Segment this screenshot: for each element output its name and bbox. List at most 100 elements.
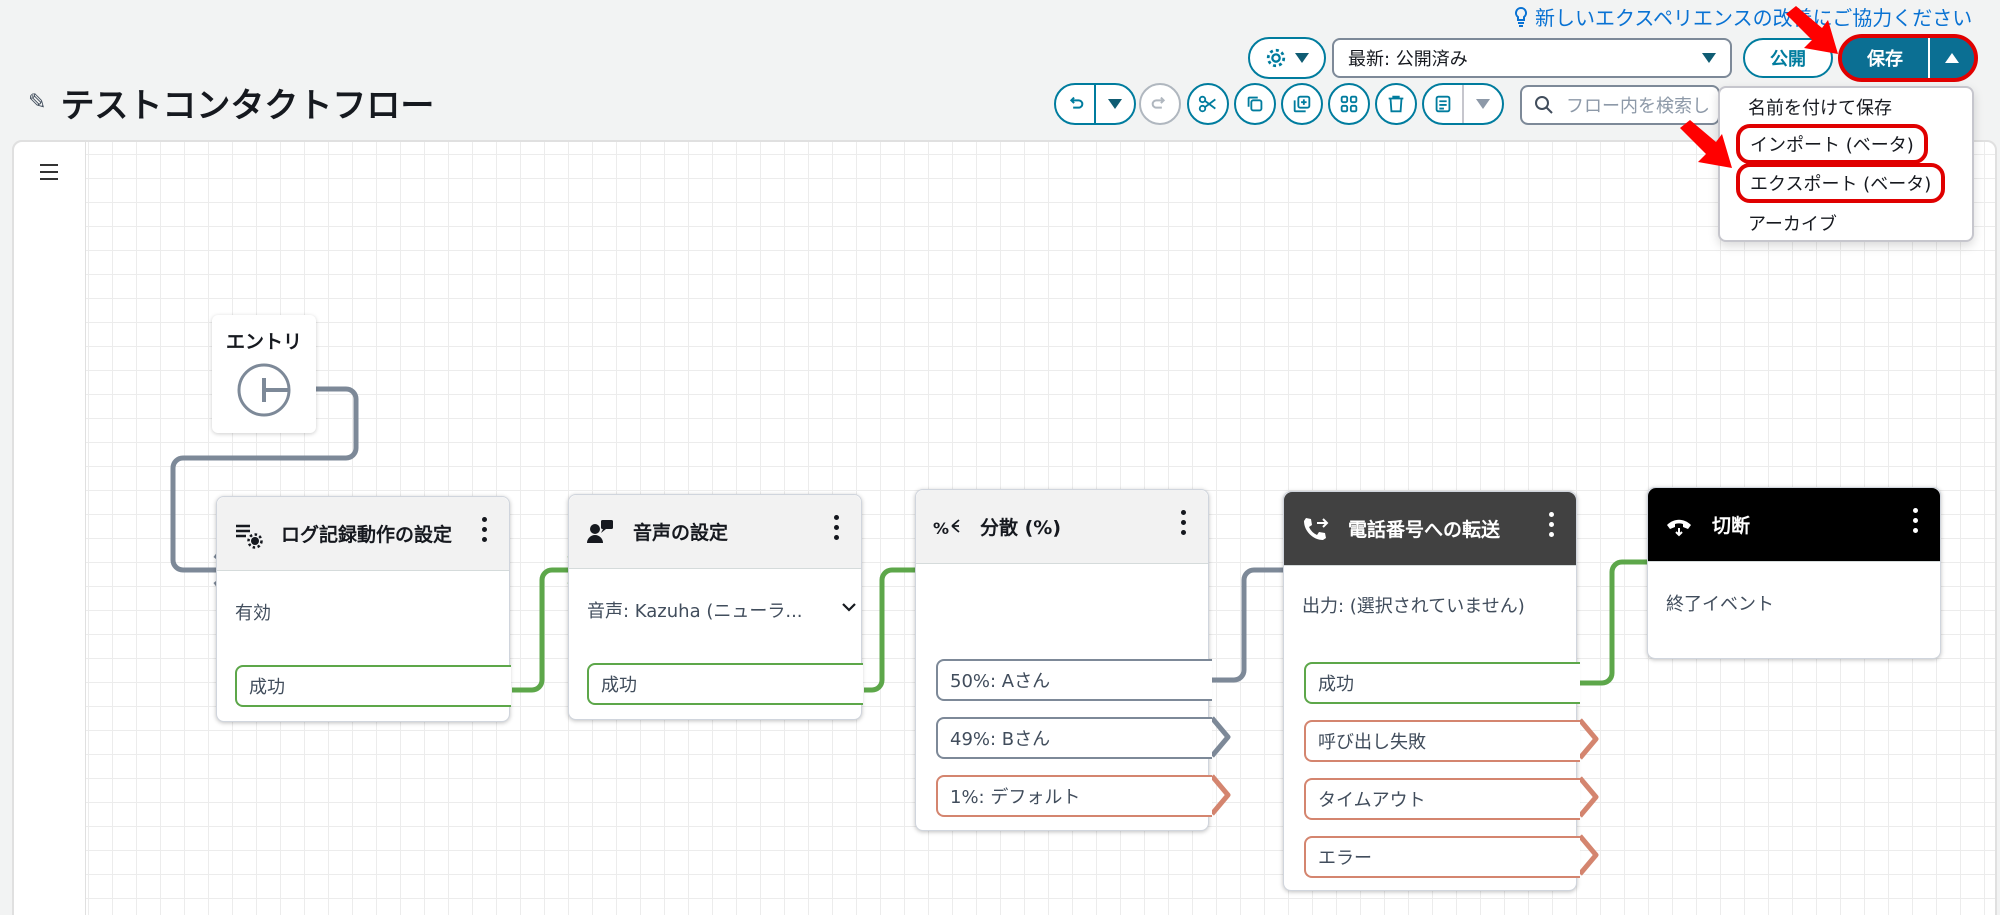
node-body-text: 出力: (選択されていません) (1302, 596, 1525, 617)
voice-settings-icon (587, 519, 613, 543)
notes-icon (1435, 95, 1451, 113)
node-header: 電話番号への転送 (1284, 492, 1576, 566)
phone-transfer-icon (1304, 517, 1329, 540)
node-title: 電話番号への転送 (1348, 519, 1501, 541)
edit-pencil-icon[interactable]: ✎ (28, 90, 47, 115)
caret-up-icon (1945, 53, 1959, 63)
cut-button[interactable] (1187, 83, 1229, 125)
page-title: ✎ テストコンタクトフロー (28, 78, 434, 127)
more-options-icon[interactable] (1913, 508, 1918, 538)
branch-success[interactable]: 成功 (587, 663, 863, 705)
duplicate-button[interactable] (1281, 83, 1323, 125)
branch-label: タイムアウト (1318, 790, 1426, 811)
branch-50-a[interactable]: 50%: Aさん (936, 659, 1212, 701)
copy-button[interactable] (1234, 83, 1276, 125)
chevron-down-icon (1295, 53, 1309, 63)
flow-name: テストコンタクトフロー (60, 86, 435, 126)
chevron-down-icon (1108, 99, 1122, 109)
branch-timeout[interactable]: タイムアウト (1304, 778, 1580, 820)
gear-icon (1266, 48, 1286, 68)
chevron-down-icon (1476, 99, 1490, 109)
branch-label: 成功 (1318, 674, 1354, 695)
feedback-link-text: 新しいエクスペリエンスの改善にご協力ください (1535, 6, 1973, 30)
node-title: 切断 (1712, 515, 1751, 537)
settings-button[interactable] (1248, 37, 1326, 79)
branch-success[interactable]: 成功 (235, 665, 511, 707)
scissors-icon (1198, 95, 1216, 113)
branch-label: エラー (1318, 848, 1372, 869)
branch-call-failed[interactable]: 呼び出し失敗 (1304, 720, 1580, 762)
menu-item-import-beta[interactable]: インポート (ベータ) (1736, 124, 1928, 164)
voice-select-value: 音声: Kazuha (ニューラ... (587, 601, 803, 622)
branch-label: 50%: Aさん (950, 671, 1051, 692)
save-button-group: 保存 (1838, 34, 1978, 82)
svg-text:%: % (933, 519, 949, 538)
undo-dropdown-button[interactable] (1096, 99, 1134, 109)
node-body-text: 終了イベント (1666, 594, 1774, 615)
entry-node[interactable]: エントリ (212, 315, 316, 433)
more-options-icon[interactable] (1549, 512, 1554, 542)
chevron-down-icon (842, 603, 856, 612)
node-title: ログ記録動作の設定 (281, 524, 453, 546)
node-header: ログ記録動作の設定 (217, 497, 509, 571)
menu-item-save-as[interactable]: 名前を付けて保存 (1748, 98, 1892, 119)
undo-button-group (1054, 83, 1136, 125)
branch-49-b[interactable]: 49%: Bさん (936, 717, 1212, 759)
more-options-icon[interactable] (482, 517, 487, 547)
more-options-icon[interactable] (834, 515, 839, 545)
menu-item-export-beta[interactable]: エクスポート (ベータ) (1736, 163, 1946, 203)
annotation-arrow-import (1680, 120, 1732, 168)
copy-icon (1247, 96, 1263, 112)
version-select[interactable]: 最新: 公開済み (1332, 38, 1732, 78)
notes-button[interactable] (1424, 85, 1464, 123)
node-header: 切断 (1648, 488, 1940, 562)
branch-label: 成功 (601, 675, 637, 696)
branch-1-default[interactable]: 1%: デフォルト (936, 775, 1212, 817)
branch-label: 49%: Bさん (950, 729, 1051, 750)
delete-button[interactable] (1375, 83, 1417, 125)
entry-point-icon (237, 363, 291, 417)
node-set-voice[interactable]: 音声の設定 音声: Kazuha (ニューラ... 成功 (568, 494, 863, 720)
grid-arrange-icon (1340, 95, 1358, 113)
node-transfer-to-phone[interactable]: 電話番号への転送 出力: (選択されていません) 成功 呼び出し失敗 タイムアウ… (1283, 491, 1580, 891)
voice-select[interactable]: 音声: Kazuha (ニューラ... (587, 597, 857, 623)
notes-button-group (1422, 83, 1504, 125)
node-title: 分散 (%) (980, 517, 1062, 539)
node-set-logging[interactable]: ログ記録動作の設定 有効 成功 (216, 496, 511, 722)
branch-label: 呼び出し失敗 (1318, 732, 1426, 753)
branch-label: 成功 (249, 677, 285, 698)
duplicate-icon (1293, 95, 1311, 113)
save-menu-toggle[interactable] (1930, 38, 1974, 78)
save-button[interactable]: 保存 (1842, 38, 1930, 78)
undo-icon (1069, 96, 1084, 109)
lightbulb-icon (1515, 6, 1527, 27)
node-header: 音声の設定 (569, 495, 861, 569)
feedback-link[interactable]: 新しいエクスペリエンスの改善にご協力ください (1513, 2, 1972, 31)
branch-error[interactable]: エラー (1304, 836, 1580, 878)
hang-up-icon (1667, 519, 1691, 536)
more-options-icon[interactable] (1181, 510, 1186, 540)
percentage-split-icon: % (933, 519, 960, 538)
undo-button[interactable] (1056, 85, 1096, 123)
node-header: % 分散 (%) (916, 490, 1208, 564)
canvas-side-panel (12, 140, 86, 915)
entry-label: エントリ (226, 331, 303, 353)
node-disconnect[interactable]: 切断 終了イベント (1647, 487, 1941, 659)
menu-icon[interactable] (40, 164, 58, 185)
node-title: 音声の設定 (633, 522, 729, 544)
logging-settings-icon (236, 524, 263, 549)
redo-button[interactable] (1139, 83, 1181, 125)
redo-icon (1151, 96, 1166, 109)
version-select-value: 最新: 公開済み (1348, 49, 1468, 70)
node-body-text: 有効 (235, 603, 271, 624)
search-placeholder: フロー内を検索し (1566, 96, 1710, 117)
menu-item-archive[interactable]: アーカイブ (1748, 214, 1837, 235)
arrange-button[interactable] (1328, 83, 1370, 125)
flow-search-input[interactable]: フロー内を検索し (1520, 85, 1720, 125)
node-distribute-percentage[interactable]: % 分散 (%) 50%: Aさん 49%: Bさん 1%: デフォルト (915, 489, 1212, 831)
annotation-arrow-save (1786, 6, 1838, 54)
chevron-down-icon (1702, 53, 1716, 63)
notes-dropdown-button[interactable] (1464, 99, 1502, 109)
branch-success[interactable]: 成功 (1304, 662, 1580, 704)
trash-icon (1388, 95, 1404, 113)
